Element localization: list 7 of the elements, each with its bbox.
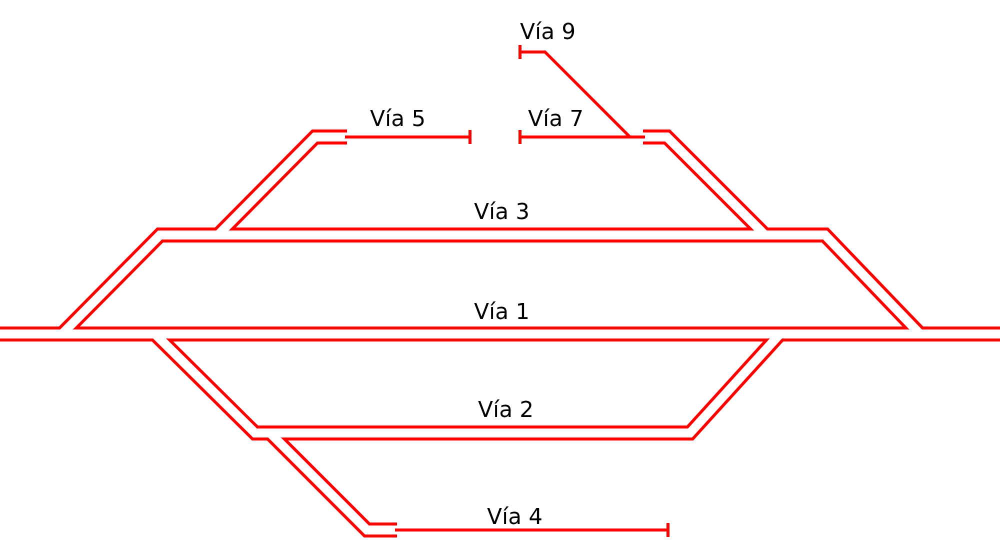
track-label: Vía 7 — [528, 107, 584, 133]
track-label: Vía 3 — [474, 200, 530, 226]
track-label: Vía 4 — [487, 505, 543, 531]
track-label: Vía 1 — [474, 300, 530, 326]
track-label: Vía 9 — [520, 20, 576, 46]
track-label: Vía 2 — [478, 398, 534, 424]
track-label: Vía 5 — [370, 107, 426, 133]
